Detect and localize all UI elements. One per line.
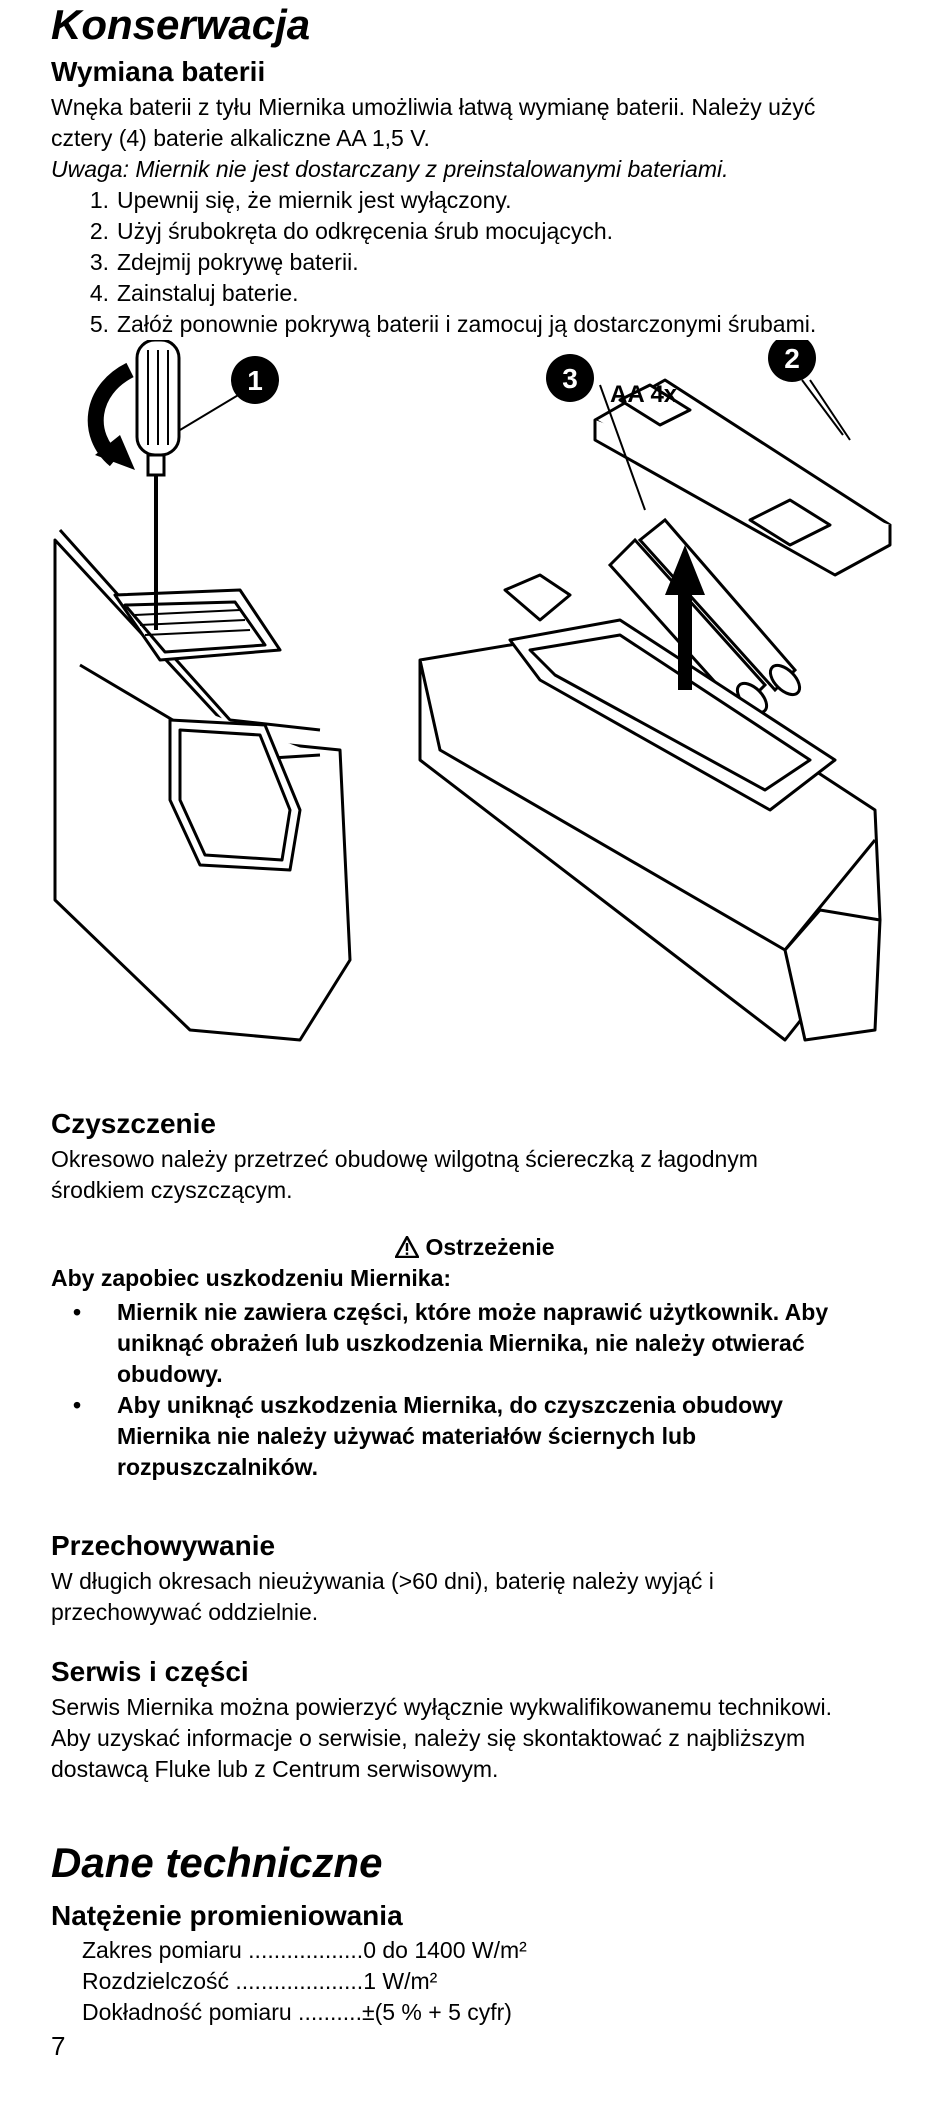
callout-2: 2 (768, 340, 851, 441)
spec-resolution-row: Rozdzielczość ....................1 W/m² (82, 1968, 438, 1994)
page-number: 7 (51, 2031, 66, 2061)
konserwacja-heading: Konserwacja (51, 1, 311, 48)
bullet-dot: • (73, 1299, 82, 1325)
svg-text:3: 3 (562, 363, 578, 394)
spec-range-row: Zakres pomiaru ..................0 do 14… (82, 1937, 527, 1963)
meter-open-view (418, 573, 882, 1042)
bullet-dot: • (73, 1392, 82, 1418)
meter-left-view (53, 528, 352, 1042)
svg-text:1: 1 (247, 365, 263, 396)
callout-3: 3 (546, 354, 646, 511)
cleaning-line-1: Okresowo należy przetrzeć obudowę wilgot… (51, 1146, 758, 1172)
service-line-2: Aby uzyskać informacje o serwisie, należ… (51, 1725, 806, 1751)
warning-lead: Aby zapobiec uszkodzeniu Miernika: (51, 1265, 452, 1291)
cleaning-heading: Czyszczenie (51, 1108, 216, 1139)
specs-heading: Dane techniczne (51, 1839, 383, 1886)
spec-accuracy-row: Dokładność pomiaru ..........±(5 % + 5 c… (82, 1999, 512, 2025)
warning-heading: Ostrzeżenie (0, 1232, 950, 1263)
battery-replacement-illustration: 1 2 3 AA 4x (53, 340, 892, 1042)
storage-heading: Przechowywanie (51, 1530, 276, 1561)
callout-1: 1 (179, 356, 279, 431)
up-arrow-icon (665, 545, 705, 690)
list-item: 2.Użyj śrubokręta do odkręcenia śrub moc… (89, 218, 614, 244)
warning-triangle-icon (395, 1235, 420, 1259)
battery-note: Uwaga: Miernik nie jest dostarczany z pr… (51, 156, 729, 182)
warning-heading-text: Ostrzeżenie (425, 1234, 555, 1260)
battery-replacement-heading: Wymiana baterii (51, 56, 266, 87)
list-item: • Aby uniknąć uszkodzenia Miernika, do c… (51, 1390, 921, 1483)
storage-line-2: przechowywać oddzielnie. (51, 1599, 319, 1625)
service-heading: Serwis i części (51, 1656, 249, 1687)
list-item: 3.Zdejmij pokrywę baterii. (89, 249, 359, 275)
list-item: 4.Zainstaluj baterie. (89, 280, 299, 306)
battery-steps-list: 1.Upewnij się, że miernik jest wyłączony… (51, 185, 816, 340)
battery-intro-line-1: Wnęka baterii z tyłu Miernika umożliwia … (51, 94, 816, 120)
battery-intro-line-2: cztery (4) baterie alkaliczne AA 1,5 V. (51, 125, 430, 151)
storage-line-1: W długich okresach nieużywania (>60 dni)… (51, 1568, 714, 1594)
battery-quantity-label: AA 4x (610, 381, 678, 408)
service-line-3: dostawcą Fluke lub z Centrum serwisowym. (51, 1756, 499, 1782)
list-item: 5.Załóż ponownie pokrywą baterii i zamoc… (89, 311, 817, 337)
screwdriver-icon (135, 340, 181, 630)
cleaning-line-2: środkiem czyszczącym. (51, 1177, 293, 1203)
battery-cover (593, 378, 892, 577)
svg-text:2: 2 (784, 343, 800, 374)
warning-bullets: • Miernik nie zawiera części, które może… (51, 1297, 921, 1483)
list-item: • Miernik nie zawiera części, które może… (51, 1297, 921, 1390)
list-item: 1.Upewnij się, że miernik jest wyłączony… (89, 187, 512, 213)
rotation-arrow-head (95, 435, 135, 470)
irradiance-heading: Natężenie promieniowania (51, 1900, 403, 1931)
service-line-1: Serwis Miernika można powierzyć wyłączni… (51, 1694, 832, 1720)
